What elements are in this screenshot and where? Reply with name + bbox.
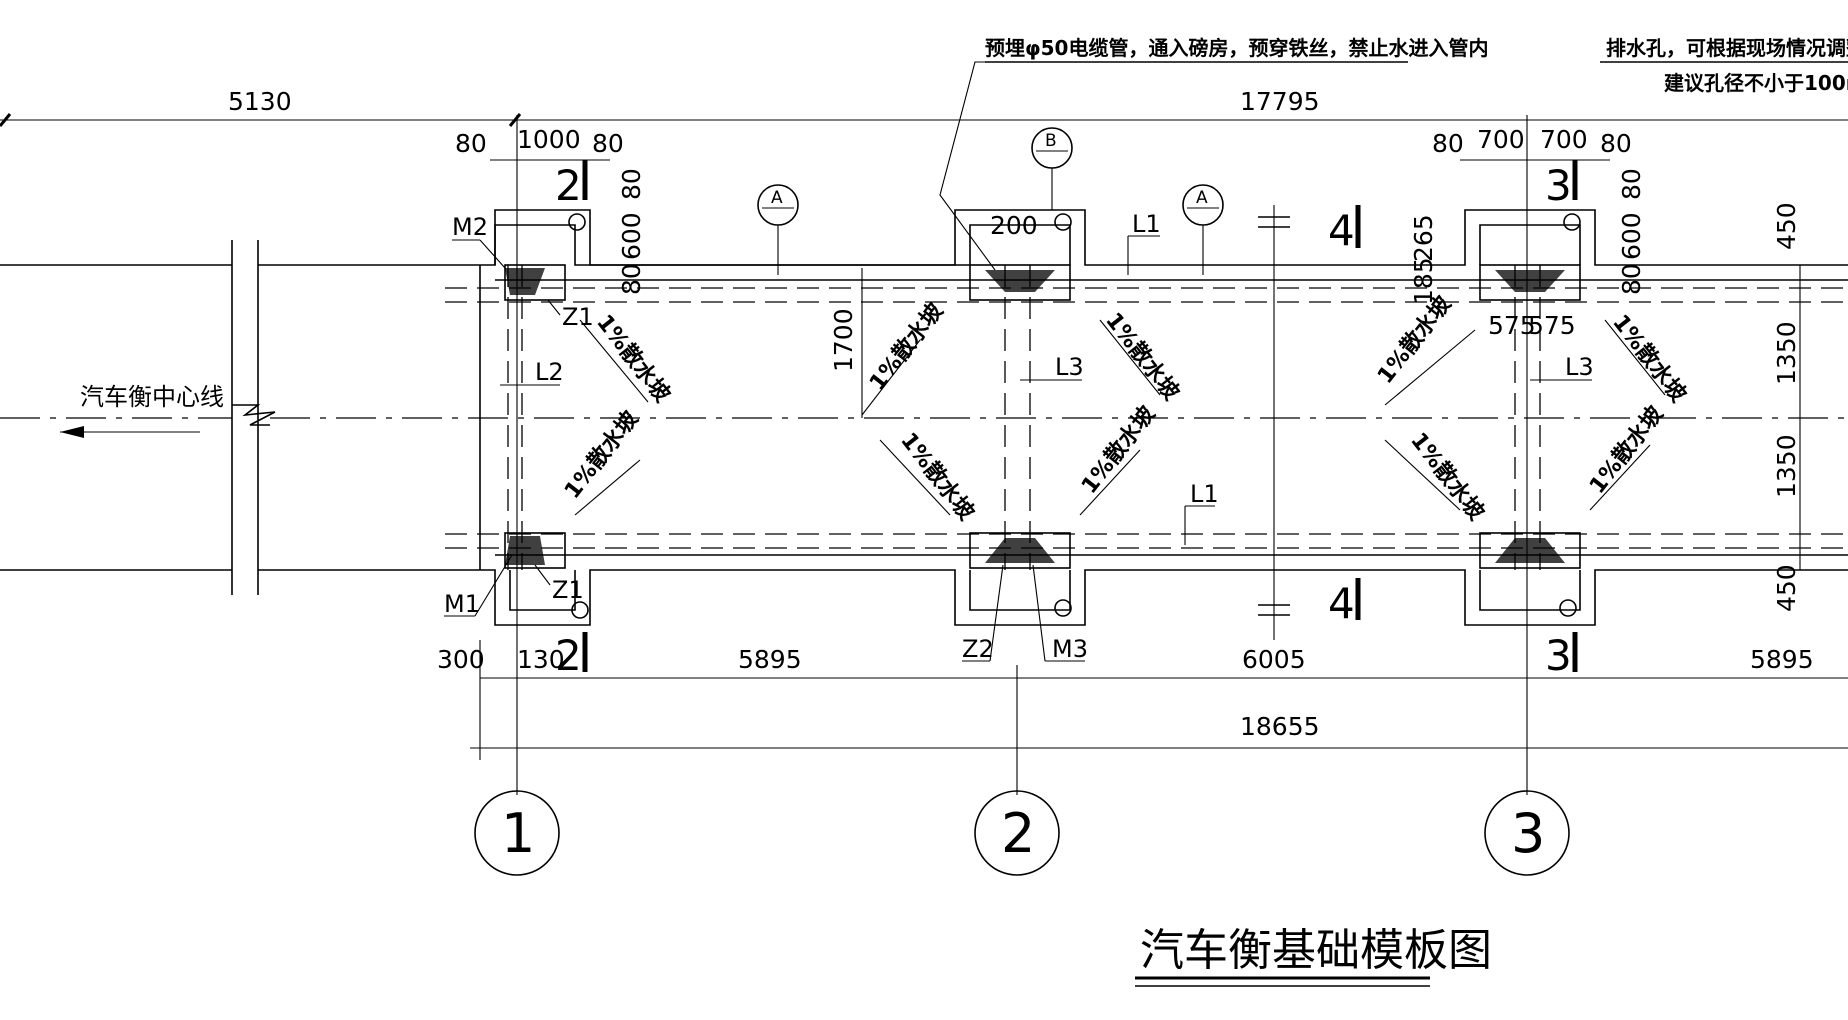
dim-700: 700 — [1540, 125, 1588, 154]
slope-label: 1%散水坡 — [1405, 428, 1488, 525]
dim-700: 700 — [1477, 125, 1525, 154]
dim-600-vertical: 600 — [1617, 212, 1646, 260]
section-marks: 2 2 3 3 4 4 — [555, 160, 1578, 680]
detail-dimensions: 80 1000 80 80 700 700 80 200 575 575 80 … — [455, 125, 1646, 418]
slope-label: 1%散水坡 — [895, 428, 978, 525]
dim-80-vertical: 80 — [1617, 263, 1646, 295]
label-L3-left: L3 — [1055, 353, 1084, 381]
dim-1350-lower: 1350 — [1772, 434, 1801, 498]
dim-200: 200 — [990, 211, 1038, 240]
bottom-dimension-chains: 300 130 5895 6005 5895 18655 — [437, 640, 1848, 760]
dim-top-overall: 17795 — [1240, 87, 1320, 116]
note-drain-1: 排水孔，可根据现场情况调整位 — [1606, 36, 1848, 60]
dim-130: 130 — [517, 645, 565, 674]
slope-label: 1%散水坡 — [1607, 310, 1690, 407]
note-conduit: 预埋φ50电缆管，通入磅房，预穿铁丝，禁止水进入管内 — [985, 36, 1488, 60]
axis-1: 1 — [501, 802, 535, 865]
dim-185-vertical: 185 — [1409, 257, 1438, 305]
section-2-top: 2 — [555, 161, 582, 210]
member-labels: M2 M1 Z1 Z1 L2 L1 L1 L3 L3 Z2 M3 — [444, 210, 1594, 663]
label-L1-bottom: L1 — [1190, 480, 1219, 508]
label-M3: M3 — [1052, 635, 1088, 663]
slope-label: 1%散水坡 — [1077, 402, 1160, 499]
dim-300: 300 — [437, 645, 485, 674]
dim-span-3: 5895 — [1750, 645, 1814, 674]
section-2-bottom: 2 — [555, 631, 582, 680]
dim-80-vertical: 80 — [617, 168, 646, 200]
dim-top-left: 5130 — [228, 87, 292, 116]
label-M2: M2 — [452, 213, 488, 241]
section-4-top: 4 — [1328, 206, 1355, 255]
top-dimension-chain: 5130 17795 — [0, 87, 1848, 127]
slope-label: 1%散水坡 — [1100, 308, 1183, 405]
dim-bottom-overall: 18655 — [1240, 712, 1320, 741]
axis-bubbles: 1 2 3 — [474, 790, 1570, 876]
pit-outline — [479, 209, 1848, 626]
section-4-bottom: 4 — [1328, 579, 1355, 628]
label-L2: L2 — [535, 358, 564, 386]
dim-575: 575 — [1528, 311, 1576, 340]
drawing-title: 汽车衡基础模板图 — [1140, 925, 1492, 976]
dim-80-vertical: 80 — [1617, 168, 1646, 200]
right-vertical-dimensions: 450 1350 1350 450 — [1772, 202, 1801, 612]
slope-label: 1%散水坡 — [1373, 292, 1456, 389]
dim-1350-upper: 1350 — [1772, 321, 1801, 385]
dim-450-top: 450 — [1772, 202, 1801, 250]
dim-80: 80 — [455, 129, 487, 158]
axis-2: 2 — [1001, 802, 1035, 865]
dim-450-bottom: 450 — [1772, 564, 1801, 612]
dim-80: 80 — [1432, 129, 1464, 158]
detail-B: B — [1045, 131, 1057, 151]
label-L3-right: L3 — [1565, 353, 1594, 381]
beam-hidden-lines — [445, 265, 1848, 570]
slope-label: 1%散水坡 — [1585, 402, 1668, 499]
axis-3: 3 — [1511, 802, 1545, 865]
slope-label: 1%散水坡 — [865, 299, 948, 396]
section-3-top: 3 — [1545, 161, 1572, 210]
dim-80-vertical: 80 — [617, 263, 646, 295]
label-Z1-top: Z1 — [562, 303, 594, 331]
centerline-label: 汽车衡中心线 — [80, 383, 224, 411]
dim-span-1: 5895 — [738, 645, 802, 674]
note-drain-2: 建议孔径不小于100m — [1664, 71, 1848, 95]
dim-80: 80 — [592, 129, 624, 158]
dim-1700-vertical: 1700 — [829, 308, 858, 372]
slope-label: 1%散水坡 — [591, 310, 674, 407]
approach-walls — [0, 240, 480, 595]
detail-A-left: A — [771, 188, 783, 208]
detail-A-right: A — [1196, 188, 1208, 208]
dim-span-2: 6005 — [1242, 645, 1306, 674]
label-Z1-bottom: Z1 — [552, 576, 584, 604]
section-3-bottom: 3 — [1545, 631, 1572, 680]
label-M1: M1 — [444, 590, 480, 618]
dim-1000: 1000 — [517, 125, 581, 154]
label-L1-top: L1 — [1132, 210, 1161, 238]
detail-callouts: A A B — [757, 127, 1224, 275]
slope-label: 1%散水坡 — [560, 407, 643, 504]
embedded-plates — [504, 264, 1581, 569]
dim-575: 575 — [1488, 311, 1536, 340]
dim-80: 80 — [1600, 129, 1632, 158]
dim-600-vertical: 600 — [617, 212, 646, 260]
dim-265-vertical: 265 — [1409, 214, 1438, 262]
label-Z2: Z2 — [962, 635, 994, 663]
